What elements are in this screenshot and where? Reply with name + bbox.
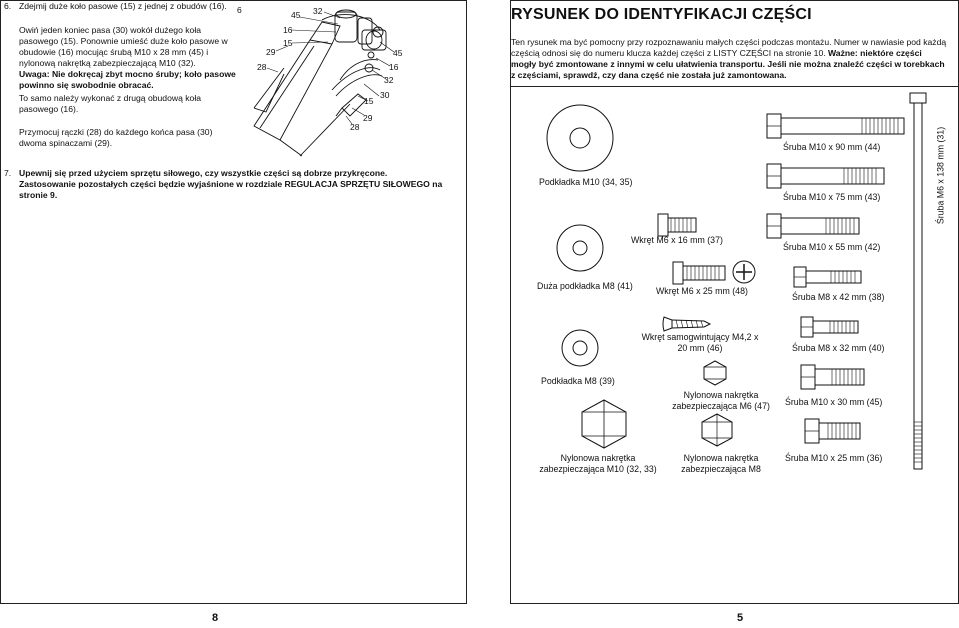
screw-m6-16-icon <box>657 213 697 237</box>
parts-intro: Ten rysunek ma być pomocny przy rozpozna… <box>511 37 947 81</box>
step6-number: 6. <box>4 1 12 11</box>
assembly-illustration <box>253 9 395 157</box>
bolt-m10-75-icon <box>766 163 885 189</box>
callout-29: 29 <box>266 47 276 57</box>
label-washer-m10: Podkładka M10 (34, 35) <box>539 177 633 187</box>
parts-intro-important: Ważne: niektóre części mogły być zmontow… <box>511 48 945 80</box>
step6-first-line: Zdejmij duże koło pasowe (15) z jednej z… <box>19 1 227 11</box>
nut-m8-icon <box>701 413 733 447</box>
label-bolt-m10-30: Śruba M10 x 30 mm (45) <box>785 397 883 407</box>
callout-16: 16 <box>283 25 293 35</box>
label-nut-m10: Nylonowa nakrętka zabezpieczająca M10 (3… <box>539 453 657 474</box>
parts-identification-frame <box>510 0 959 604</box>
callout-16-b: 16 <box>389 62 399 72</box>
nut-m6-icon <box>703 360 727 386</box>
label-screw-m6-16: Wkręt M6 x 16 mm (37) <box>631 235 723 245</box>
bolt-m10-90-icon <box>766 113 905 139</box>
label-self-tapping-screw: Wkręt samogwintujący M4,2 x 20 mm (46) <box>641 332 759 353</box>
label-nut-m8: Nylonowa nakrętka zabezpieczająca M8 <box>681 453 761 474</box>
label-bolt-m6-138: Śruba M6 x 138 mm (31) <box>935 126 946 225</box>
bolt-m10-25-icon <box>804 418 861 444</box>
callout-32-b: 32 <box>384 75 394 85</box>
callout-32: 32 <box>313 6 323 16</box>
bolt-m6-138-icon <box>909 92 927 470</box>
callout-28-b: 28 <box>350 122 360 132</box>
label-bolt-m10-75: Śruba M10 x 75 mm (43) <box>783 192 881 202</box>
label-nut-m6: Nylonowa nakrętka zabezpieczająca M6 (47… <box>672 390 770 411</box>
header-divider <box>510 86 959 87</box>
callout-30: 30 <box>380 90 390 100</box>
step7-text: Upewnij się przed użyciem sprzętu siłowe… <box>19 168 443 200</box>
parts-intro-normal: Ten rysunek ma być pomocny przy rozpozna… <box>511 37 947 58</box>
callout-15-b: 15 <box>364 96 374 106</box>
washer-m10-icon <box>546 104 614 172</box>
step6-paragraph-2: To samo należy wykonać z drugą obudową k… <box>19 93 202 114</box>
label-screw-m6-25: Wkręt M6 x 25 mm (48) <box>656 286 748 296</box>
bolt-m8-42-icon <box>793 266 862 288</box>
bolt-m10-55-icon <box>766 213 860 239</box>
label-washer-m8: Podkładka M8 (39) <box>541 376 615 386</box>
step6-warning: Uwaga: Nie dokręcaj zbyt mocno śruby; ko… <box>19 69 236 90</box>
step7-number: 7. <box>4 168 12 178</box>
large-washer-m8-icon <box>556 224 604 272</box>
label-bolt-m8-42: Śruba M8 x 42 mm (38) <box>792 292 885 302</box>
figure-number: 6 <box>237 5 242 15</box>
nut-m10-icon <box>581 399 627 449</box>
callout-45-b: 45 <box>393 48 403 58</box>
step6-paragraph: Owiń jeden koniec pasa (30) wokół dużego… <box>19 25 228 68</box>
washer-m8-icon <box>561 329 599 367</box>
label-bolt-m10-90: Śruba M10 x 90 mm (44) <box>783 142 881 152</box>
phillips-head-icon <box>732 260 756 284</box>
label-bolt-m8-32: Śruba M8 x 32 mm (40) <box>792 343 885 353</box>
parts-title: RYSUNEK DO IDENTYFIKACJI CZĘŚCI <box>511 6 812 23</box>
label-bolt-m10-55: Śruba M10 x 55 mm (42) <box>783 242 881 252</box>
screw-m6-25-icon <box>672 261 726 285</box>
callout-28: 28 <box>257 62 267 72</box>
self-tapping-screw-icon <box>662 316 712 332</box>
callout-45: 45 <box>291 10 301 20</box>
step6-paragraph-3: Przymocuj rączki (28) do każdego końca p… <box>19 127 213 148</box>
bolt-m8-32-icon <box>800 316 859 338</box>
callout-15: 15 <box>283 38 293 48</box>
left-page-number: 8 <box>212 612 219 624</box>
callout-29-b: 29 <box>363 113 373 123</box>
bolt-m10-30-icon <box>800 364 865 390</box>
left-page-frame <box>0 0 467 604</box>
label-bolt-m10-25: Śruba M10 x 25 mm (36) <box>785 453 883 463</box>
right-page-number: 5 <box>737 612 744 624</box>
label-large-washer-m8: Duża podkładka M8 (41) <box>537 281 633 291</box>
